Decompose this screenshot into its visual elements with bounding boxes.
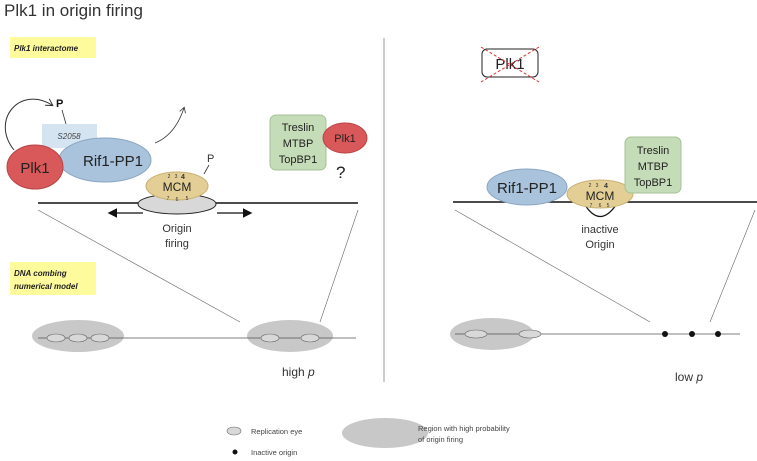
inactive-origin-dot bbox=[662, 331, 668, 337]
svg-text:4: 4 bbox=[604, 183, 608, 190]
svg-text:4: 4 bbox=[181, 174, 185, 181]
high-p-label: high p bbox=[282, 365, 315, 379]
mcm bbox=[145, 171, 209, 201]
svg-text:MTBP: MTBP bbox=[638, 161, 669, 173]
plk1 bbox=[6, 144, 64, 190]
replication-eye-swatch bbox=[226, 426, 242, 436]
interactome-label-box bbox=[10, 37, 96, 58]
origin-firing-label: Origin bbox=[162, 223, 191, 235]
replication-eye bbox=[68, 333, 88, 343]
svg-text:Plk1: Plk1 bbox=[334, 133, 355, 145]
low-p-label: low p bbox=[675, 370, 703, 384]
replication-eye bbox=[300, 333, 320, 343]
legend-replication-eye: Replication eye bbox=[251, 427, 302, 436]
inactive-origin-dot bbox=[689, 331, 695, 337]
region-swatch bbox=[342, 418, 428, 448]
high-probability-region bbox=[247, 320, 333, 352]
phospho-label: P bbox=[56, 98, 63, 110]
svg-text:Treslin: Treslin bbox=[282, 122, 315, 134]
plk1-small bbox=[322, 122, 368, 154]
activation-arrow bbox=[154, 108, 184, 144]
svg-text:TopBP1: TopBP1 bbox=[279, 154, 318, 166]
plk1-label: Plk1 bbox=[20, 160, 49, 177]
zoom-line bbox=[37, 209, 241, 323]
svg-text:5: 5 bbox=[186, 196, 189, 202]
svg-text:TopBP1: TopBP1 bbox=[634, 177, 673, 189]
treslin-complex bbox=[624, 136, 682, 194]
site-label: S2058 bbox=[57, 132, 81, 141]
svg-text:3: 3 bbox=[596, 183, 599, 189]
model-label-box bbox=[10, 262, 96, 295]
svg-text:MTBP: MTBP bbox=[283, 138, 314, 150]
interactome-label: Plk1 interactome bbox=[14, 44, 79, 53]
svg-text:3: 3 bbox=[175, 174, 178, 180]
replication-eye bbox=[518, 329, 542, 339]
zoom-line bbox=[319, 209, 359, 323]
replication-eye bbox=[90, 333, 110, 343]
svg-text:5: 5 bbox=[607, 203, 610, 209]
right-panel: Plk1 Rif1-PP1 MCM 2 3 4 7 6 5 Treslin MT… bbox=[450, 46, 757, 384]
inactive-origin-swatch bbox=[232, 449, 238, 455]
svg-text:numerical model: numerical model bbox=[14, 282, 78, 291]
svg-text:Treslin: Treslin bbox=[637, 145, 670, 157]
svg-text:6: 6 bbox=[599, 203, 602, 209]
svg-text:Origin: Origin bbox=[585, 239, 614, 251]
svg-text:firing: firing bbox=[165, 238, 189, 250]
zoom-line bbox=[454, 209, 651, 323]
legend-region: Region with high probability bbox=[418, 424, 510, 433]
svg-text:2: 2 bbox=[589, 183, 592, 189]
cross-out-icon bbox=[480, 46, 540, 83]
rif1-pp1 bbox=[486, 168, 568, 206]
question-mark: ? bbox=[336, 163, 345, 182]
inactive-origin-loop bbox=[584, 204, 617, 218]
figure-title: Plk1 in origin firing bbox=[4, 1, 143, 20]
zoom-line bbox=[709, 209, 756, 323]
replication-eye bbox=[464, 329, 488, 339]
svg-text:Rif1-PP1: Rif1-PP1 bbox=[497, 180, 557, 197]
inactive-origin-label: inactive bbox=[581, 224, 618, 236]
legend-inactive-origin: Inactive origin bbox=[251, 448, 297, 457]
mcm-label: MCM bbox=[163, 180, 192, 194]
inactive-origin-dot bbox=[715, 331, 721, 337]
autophosphorylation-arrow bbox=[4, 99, 52, 151]
svg-text:7: 7 bbox=[167, 196, 170, 202]
replication-eye bbox=[260, 333, 280, 343]
rif1-label: Rif1-PP1 bbox=[83, 153, 143, 170]
left-panel: Plk1 interactome P S2058 Rif1-PP1 Plk1 M… bbox=[4, 37, 368, 379]
svg-text:7: 7 bbox=[590, 203, 593, 209]
svg-text:of origin firing: of origin firing bbox=[418, 435, 463, 444]
legend: Replication eye Inactive origin Region w… bbox=[226, 418, 510, 457]
mcm bbox=[566, 179, 634, 209]
svg-text:6: 6 bbox=[176, 197, 179, 203]
svg-text:MCM: MCM bbox=[586, 189, 615, 203]
replication-eye bbox=[46, 333, 66, 343]
model-label: DNA combing bbox=[14, 269, 67, 278]
svg-text:2: 2 bbox=[168, 174, 171, 180]
mcm-phospho-label: P bbox=[207, 153, 214, 165]
